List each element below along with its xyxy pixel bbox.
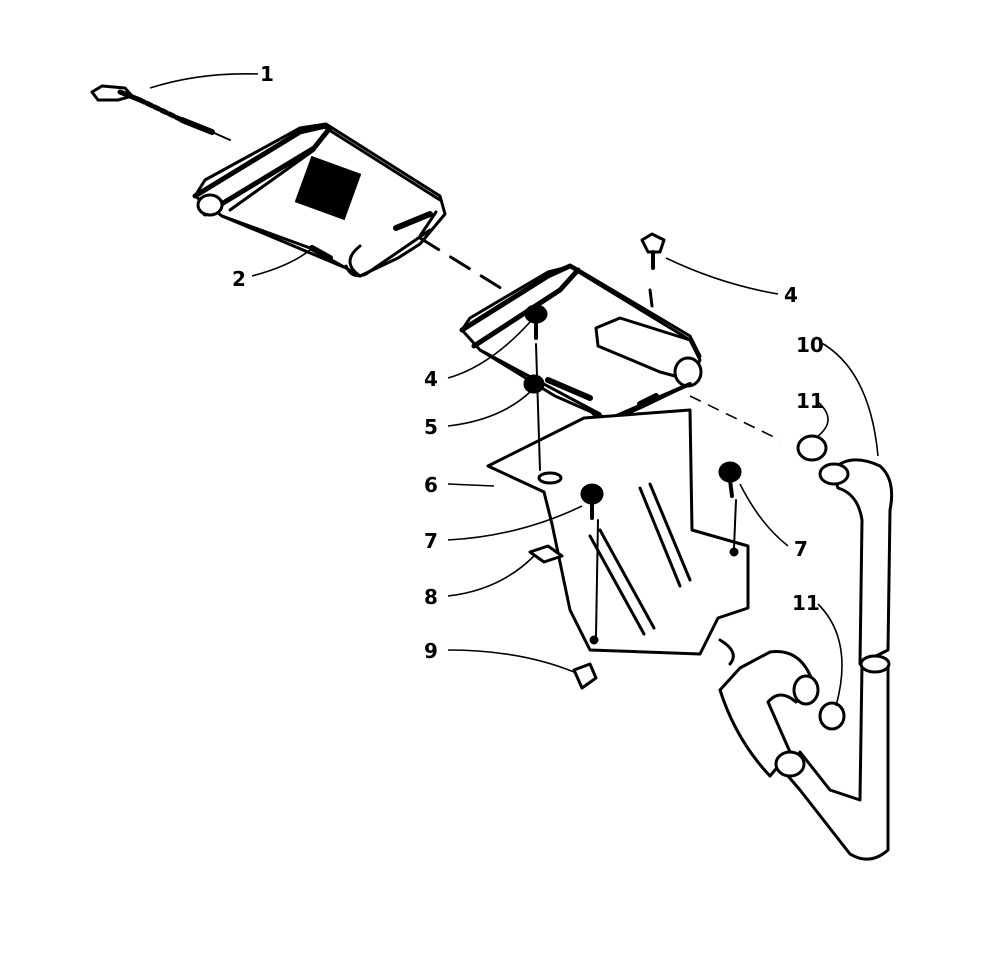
part-10-drain-hose <box>718 458 894 861</box>
callout-10: 10 <box>796 333 824 357</box>
leader-lines <box>149 72 879 707</box>
callout-7-right: 7 <box>794 537 808 561</box>
callout-1: 1 <box>260 62 274 86</box>
part-11-clamp-upper <box>796 434 828 462</box>
callout-5: 5 <box>424 415 438 439</box>
callout-8: 8 <box>424 585 438 609</box>
part-4-screw-top <box>640 232 666 270</box>
callout-4-left: 4 <box>424 367 438 391</box>
part-5-nut <box>523 374 545 394</box>
part-7-screw-left <box>580 483 604 520</box>
callout-2: 2 <box>232 267 246 291</box>
part-11-clamp-lower <box>818 701 846 731</box>
callout-labels: 1 2 4 4 10 11 5 6 7 7 8 11 9 <box>232 62 824 663</box>
part-2-upper-housing <box>192 122 447 278</box>
callout-9: 9 <box>424 639 438 663</box>
part-7-screw-right <box>718 461 742 498</box>
callout-7-left: 7 <box>424 529 438 553</box>
part-4-screw-left <box>524 304 548 340</box>
part-9-fastener <box>572 662 598 690</box>
callout-11-lower: 11 <box>792 591 820 615</box>
part-1-probe <box>90 84 231 141</box>
callout-6: 6 <box>424 473 438 497</box>
part-6-mounting-bracket <box>486 343 750 666</box>
callout-11-upper: 11 <box>796 389 824 413</box>
callout-4-top: 4 <box>784 283 798 307</box>
part-3-lower-housing <box>459 263 703 422</box>
part-8-clip <box>528 544 564 564</box>
